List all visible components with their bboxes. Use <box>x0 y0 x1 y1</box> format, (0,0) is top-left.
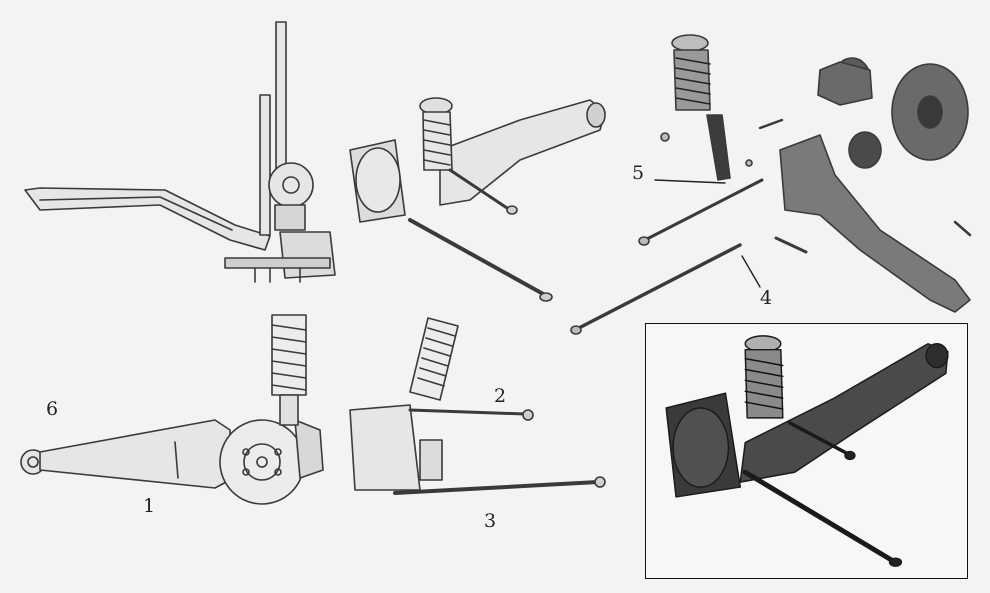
view-exploded <box>570 34 972 335</box>
callout-label-4: 4 <box>760 287 773 309</box>
view-side-top <box>24 21 336 283</box>
view-inset-dark <box>665 335 949 567</box>
callout-label-2: 2 <box>494 385 507 407</box>
view-three-quarter <box>349 97 606 302</box>
callout-label-1: 1 <box>143 495 156 517</box>
view-front-lower <box>20 314 324 505</box>
leader-lines <box>654 179 761 288</box>
view-rear-lower <box>349 317 606 495</box>
inset-frame <box>645 323 968 579</box>
callout-label-3: 3 <box>484 510 497 532</box>
callout-label-6: 6 <box>46 398 59 420</box>
callout-label-5: 5 <box>632 162 645 184</box>
